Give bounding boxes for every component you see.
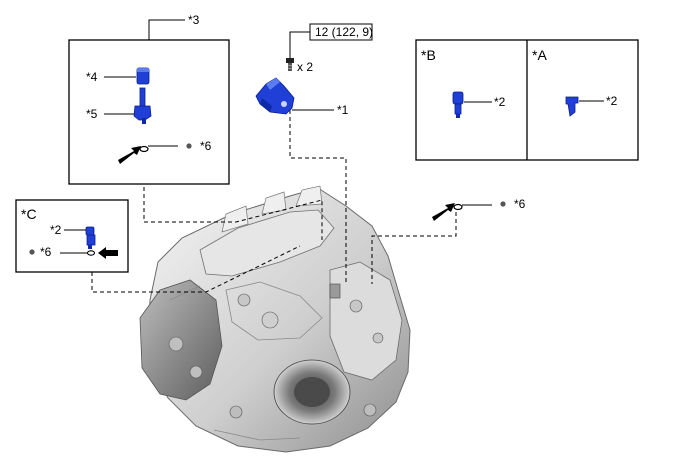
torque-spec: 12 (122, 9) (315, 25, 373, 39)
o-ring-right-group: *6 (432, 197, 526, 221)
view-box-c: *C *2 *6 (15, 199, 129, 273)
install-arrow-icon (118, 146, 141, 164)
o-ring-part (139, 145, 149, 153)
label-view-b: *B (421, 47, 436, 63)
sensor-view-b-part (452, 91, 464, 118)
sensor-view-a-part (565, 96, 579, 117)
sensor-body-part (133, 87, 152, 124)
label-item-6-c: *6 (40, 245, 52, 259)
label-item-2-c: *2 (50, 223, 62, 237)
bolt-quantity: x 2 (297, 60, 313, 74)
label-item-3: *3 (188, 13, 200, 27)
label-item-1: *1 (337, 103, 349, 117)
install-arrow-icon (432, 203, 455, 221)
label-item-5: *5 (86, 107, 98, 121)
label-item-6-top: *6 (200, 139, 212, 153)
label-view-c: *C (21, 206, 37, 222)
o-ring-part (453, 203, 463, 211)
view-box-a-b: *B *A *2 *2 (415, 39, 639, 161)
sensor-cap-part (136, 67, 150, 85)
label-item-2-b: *2 (494, 95, 506, 109)
transmission-assembly (139, 185, 411, 453)
bolt-icon (286, 58, 294, 71)
bracket-assembly: 12 (122, 9) x 2 *1 (255, 23, 373, 117)
sensor-view-c-part (85, 226, 96, 249)
install-arrow-icon (98, 247, 118, 259)
guide-lines (91, 110, 457, 293)
label-item-4: *4 (86, 70, 98, 84)
label-item-2-a: *2 (606, 94, 618, 108)
o-ring-part (86, 250, 96, 256)
bracket-part (255, 77, 295, 115)
label-item-6-right: *6 (514, 197, 526, 211)
label-view-a: *A (532, 47, 547, 63)
component-box-3: *3 *4 *5 *6 (68, 13, 230, 185)
